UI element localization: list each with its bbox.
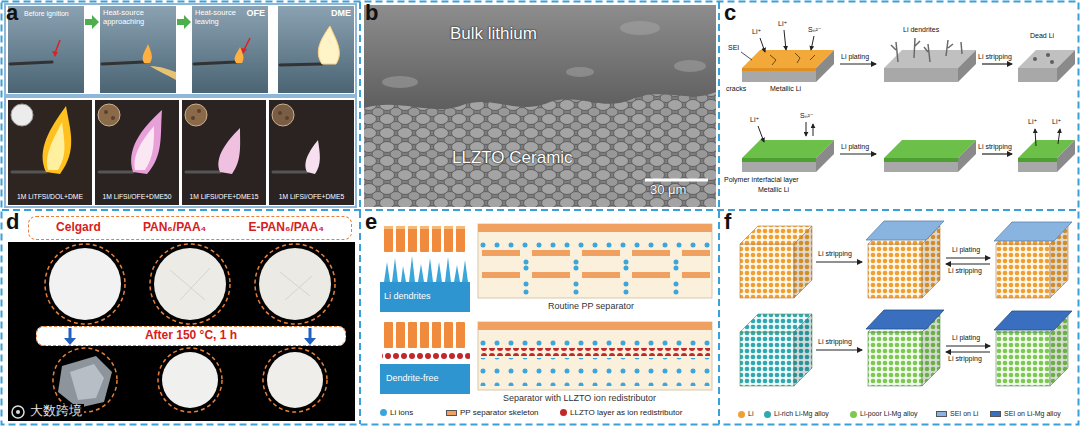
photo-frame: Heat-source approaching	[100, 6, 176, 93]
photo-tag: OFE	[246, 8, 265, 18]
panel-letter: b	[365, 2, 378, 24]
ion-label: Sₙ²⁻	[800, 112, 813, 120]
part-label: Metallic Li	[758, 186, 789, 194]
ion-label: Li⁺	[752, 28, 761, 36]
photo-caption: Before ignition	[24, 10, 69, 18]
step-label: Li plating	[841, 143, 869, 151]
electrolyte-caption: 1M LiTFSI/DOL+DME	[8, 193, 92, 201]
photo-frame: 1M LiTFSI/DOL+DME	[8, 100, 92, 205]
condition-box: After 150 °C, 1 h	[36, 326, 346, 346]
step-label: Li stripping	[948, 267, 982, 275]
photo-frame: DME	[278, 6, 354, 93]
part-label: Li dendrites	[384, 291, 431, 301]
part-label: Dead Li	[1030, 32, 1054, 40]
panel: e	[362, 212, 717, 423]
watermark: 大数跨境	[28, 404, 84, 419]
electrolyte-caption: 1M LiFSI/OFE+DME5	[269, 193, 354, 201]
process-arrow	[177, 15, 191, 29]
part-label: Li dendrites	[903, 26, 939, 34]
scheme-caption: Routine PP separator	[548, 301, 634, 311]
legend-swatch	[764, 411, 771, 418]
electrolyte-caption: 1M LiFSI/OFE+DME50	[95, 193, 179, 201]
sample-name: E-PAN₆/PAA₄	[248, 221, 323, 235]
legend-swatch	[380, 409, 387, 416]
legend-swatch	[446, 410, 457, 416]
step-label: Li stripping	[948, 355, 982, 363]
ion-label: Li⁺	[1052, 118, 1061, 126]
legend-swatch	[936, 411, 947, 417]
legend-text: Li-poor Li-Mg alloy	[860, 410, 918, 418]
sample-name: Celgard	[56, 221, 101, 235]
photo-frame: Before ignition	[8, 6, 84, 93]
part-label: SEI	[728, 44, 739, 52]
step-label: Li stripping	[818, 338, 852, 346]
part-label: Polymer interfacial layer	[724, 176, 799, 184]
panel: b	[362, 3, 717, 208]
scale-bar-label: 30 μm	[650, 183, 686, 198]
step-label: Li stripping	[978, 143, 1012, 151]
step-label: Li plating	[841, 53, 869, 61]
part-label: Metallic Li	[770, 85, 801, 93]
photo-frame: Heat-source leaving OFE	[192, 6, 268, 93]
panel: d Celgard PAN₆/PAA₄ E-PAN₆/PAA₄ After 150 °C…	[3, 212, 358, 423]
legend-text: LLZTO layer as ion redistributor	[570, 408, 682, 417]
image-label: Bulk lithium	[450, 24, 537, 44]
photo-caption: Heat-source leaving	[195, 9, 241, 26]
condition-text: After 150 °C, 1 h	[145, 329, 237, 343]
photo-frame: 1M LiFSI/OFE+DME15	[182, 100, 266, 205]
photo-frame: 1M LiFSI/OFE+DME50	[95, 100, 179, 205]
panel: f	[721, 212, 1077, 423]
process-arrow	[85, 15, 99, 29]
ion-label: Li⁺	[750, 116, 759, 124]
step-label: Li stripping	[978, 53, 1012, 61]
step-label: Li stripping	[818, 250, 852, 258]
header-box: Celgard PAN₆/PAA₄ E-PAN₆/PAA₄	[28, 216, 352, 240]
image-label: LLZTO Ceramic	[452, 148, 573, 168]
legend-swatch	[990, 411, 1001, 417]
legend-text: Li	[748, 410, 753, 418]
panel-letter: f	[724, 211, 731, 233]
legend-swatch	[560, 409, 567, 416]
part-label: cracks	[726, 85, 746, 93]
ion-label: Li⁺	[1028, 118, 1037, 126]
part-label: Dendrite-free	[386, 373, 439, 383]
ion-label: Li⁺	[778, 20, 787, 28]
panel-letter: a	[6, 2, 18, 24]
legend-text: Li ions	[390, 408, 413, 417]
legend-swatch	[850, 411, 857, 418]
scheme-caption: Separator with LLZTO ion redistributor	[503, 393, 656, 403]
legend-text: PP separator skeleton	[460, 408, 539, 417]
photo-frame: 1M LiFSI/OFE+DME5	[269, 100, 354, 205]
photo-caption: Heat-source approaching	[103, 9, 173, 26]
panel: a Before ignition Heat-source approaching H…	[3, 3, 358, 208]
legend-text: SEI on Li	[950, 410, 978, 418]
panel-letter: e	[365, 211, 377, 233]
legend-swatch	[738, 411, 745, 418]
ion-label: Sₙ²⁻	[808, 26, 821, 34]
step-label: Li plating	[952, 246, 980, 254]
step-label: Li plating	[952, 334, 980, 342]
electrolyte-caption: 1M LiFSI/OFE+DME15	[182, 193, 266, 201]
sample-name: PAN₆/PAA₄	[143, 221, 206, 235]
legend-text: SEI on Li-Mg alloy	[1004, 410, 1061, 418]
photo-tag: DME	[331, 8, 351, 18]
panel-letter: c	[724, 2, 736, 24]
legend-text: Li-rich Li-Mg alloy	[774, 410, 829, 418]
panel-letter: d	[6, 211, 19, 233]
